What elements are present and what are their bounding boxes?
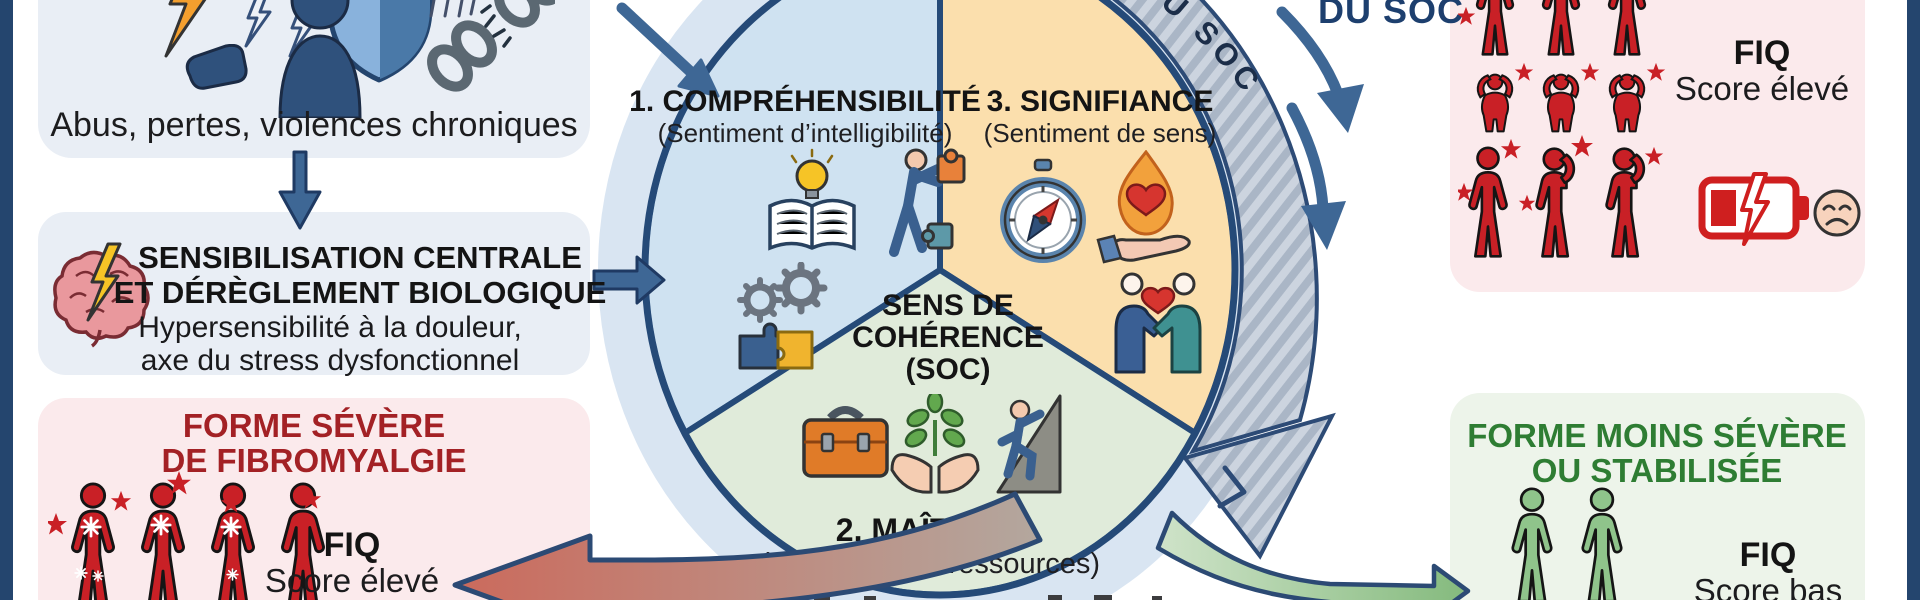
rain-lines-icon	[429, 0, 476, 18]
comprehensibility-subtitle: (Sentiment d’intelligibilité)	[657, 118, 953, 148]
high-fiq-box	[1450, 0, 1865, 292]
severe-fiq-label: FIQ	[323, 526, 381, 564]
low-battery-icon	[1698, 172, 1809, 246]
inbound-arrows	[592, 2, 720, 305]
climber-icon	[996, 394, 1062, 494]
significance-title: 3. SIGNIFIANCE	[986, 85, 1214, 118]
hands-plant-icon	[890, 394, 980, 494]
high-fiq-label: FIQ	[1733, 34, 1791, 72]
cycle-arrows	[1217, 6, 1364, 509]
person-puzzle-icon	[889, 148, 966, 257]
gears-icon	[737, 262, 828, 323]
biology-subtitle-line2: axe du stress dysfonctionnel	[140, 344, 520, 377]
book-lightbulb-icon	[768, 148, 856, 251]
frame-left-border	[0, 0, 13, 600]
arrow-biology-into-circle	[592, 255, 666, 305]
lightning-bolt-icon	[164, 0, 207, 58]
broken-chain-icon	[427, 0, 555, 92]
severe-fiq-value: Score élevé	[264, 562, 440, 599]
fist-icon	[185, 44, 248, 90]
band-chevron-icon	[1217, 465, 1247, 509]
person-shield-icon	[278, 0, 433, 118]
biology-title-line1: SENSIBILISATION CENTRALE	[138, 240, 582, 275]
comprehensibility-title: 1. COMPRÉHENSIBILITÉ	[629, 85, 981, 118]
severe-title-line1: FORME SÉVÈRE	[182, 407, 446, 444]
significance-subtitle: (Sentiment de sens)	[983, 118, 1217, 148]
arrow-to-stabilized	[1155, 510, 1471, 600]
stabilized-title-line2: OU STABILISÉE	[1531, 452, 1783, 489]
frame-right-border	[1907, 0, 1920, 600]
handshake-people-heart-icon	[1114, 272, 1202, 374]
arrow-between-boxes	[278, 150, 322, 230]
biology-subtitle-line1: Hypersensibilité à la douleur,	[138, 311, 522, 344]
compass-icon	[1000, 158, 1086, 263]
stabilized-fiq-label: FIQ	[1739, 536, 1797, 574]
severe-title-line2: DE FIBROMYALGIE	[161, 442, 467, 479]
du-soc-corner-label: DU SOC	[1318, 0, 1465, 31]
soc-center-label: SENS DE COHÉRENCE (SOC)	[852, 289, 1044, 386]
flame-heart-hand-icon	[1096, 150, 1191, 264]
stabilized-title-line1: FORME MOINS SÉVÈRE	[1467, 417, 1847, 454]
trauma-caption: Abus, pertes, violences chroniques	[50, 106, 578, 144]
brain-icon	[53, 242, 150, 348]
high-fiq-value: Score élevé	[1674, 70, 1850, 107]
puzzle-pieces-icon	[738, 322, 814, 370]
biology-title-line2: ET DÉRÈGLEMENT BIOLOGIQUE	[113, 275, 607, 310]
stabilized-fiq-value: Score bas	[1693, 572, 1843, 600]
toolbox-icon	[802, 406, 889, 478]
stabilized-box	[1450, 393, 1865, 600]
arrow-to-severe	[452, 491, 1043, 600]
arrow-topleft-into-circle	[616, 2, 720, 98]
sad-face-icon	[1813, 189, 1861, 237]
